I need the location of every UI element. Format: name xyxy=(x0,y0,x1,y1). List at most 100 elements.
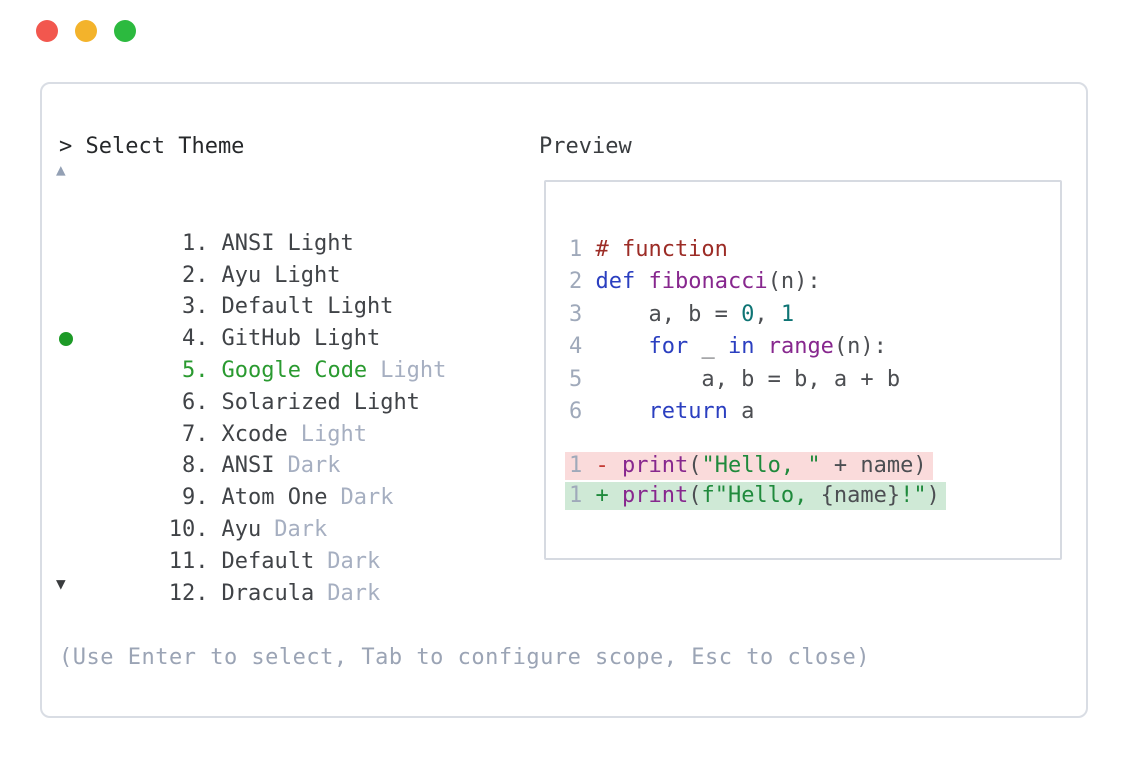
item-variant: Dark xyxy=(340,485,394,511)
theme-list-item[interactable]: 11. Default Dark xyxy=(42,514,522,574)
item-number: 3. xyxy=(181,294,209,320)
code-token: ( xyxy=(688,482,702,508)
code-token: + name) xyxy=(820,453,927,478)
code-token xyxy=(635,269,648,294)
line-number: 5 xyxy=(569,366,583,392)
code-token: 1 xyxy=(780,301,795,327)
code-line: 6 return a xyxy=(569,396,900,428)
code-token: a, b = b, a + b xyxy=(595,366,901,392)
item-name: Default xyxy=(221,294,315,320)
item-name: Dracula xyxy=(221,580,315,606)
item-number: 1. xyxy=(181,230,209,256)
item-variant: Light xyxy=(380,357,447,383)
item-name: Ayu xyxy=(221,262,262,288)
item-name: Default xyxy=(221,548,315,574)
item-variant: Light xyxy=(327,294,394,320)
item-number: 4. xyxy=(181,326,209,352)
item-variant: Dark xyxy=(274,516,328,542)
line-number: 1 xyxy=(569,482,583,508)
code-line: 4 for _ in range(n): xyxy=(569,331,900,363)
item-name: ANSI xyxy=(221,230,275,256)
diff-line-removed: 1- print("Hello, " + name) xyxy=(565,452,946,482)
code-token xyxy=(595,334,648,359)
line-number: 4 xyxy=(569,334,583,360)
code-token: a xyxy=(727,398,755,424)
code-token: ( xyxy=(688,453,702,478)
code-token: in xyxy=(727,334,755,360)
item-variant: Light xyxy=(313,326,381,352)
code-token: - xyxy=(595,453,622,478)
item-variant: Dark xyxy=(327,548,381,574)
item-variant: Dark xyxy=(287,453,341,479)
item-variant: Dark xyxy=(327,580,381,606)
help-text: (Use Enter to select, Tab to configure s… xyxy=(59,645,870,670)
close-window-button[interactable] xyxy=(36,20,58,42)
line-number: 1 xyxy=(569,453,583,478)
item-name: Solarized xyxy=(221,389,341,415)
item-number: 9. xyxy=(181,485,209,511)
item-number: 8. xyxy=(181,453,209,479)
theme-list-item[interactable]: 7. Xcode Light xyxy=(42,387,522,447)
code-line: 3 a, b = 0, 1 xyxy=(569,299,900,331)
code-token: (n): xyxy=(767,269,821,295)
item-name: Ayu xyxy=(221,516,262,542)
code-token: (n): xyxy=(833,334,887,360)
selected-dot-icon xyxy=(59,332,73,347)
diff-block: 1- print("Hello, " + name)1+ print(f"Hel… xyxy=(565,452,946,511)
code-token: return xyxy=(648,398,728,424)
code-token: _ xyxy=(688,334,728,360)
item-number: 12. xyxy=(168,580,209,606)
prompt-title: > Select Theme xyxy=(59,134,245,159)
item-variant: Light xyxy=(287,230,354,256)
minimize-window-button[interactable] xyxy=(75,20,97,42)
item-number: 5. xyxy=(181,357,209,383)
theme-list-item[interactable]: 12. Dracula Dark xyxy=(42,546,522,606)
theme-list-item[interactable]: 4. GitHub Light xyxy=(42,291,522,351)
scroll-down-icon[interactable]: ▼ xyxy=(56,574,66,593)
theme-list-item[interactable]: 8. ANSI Dark xyxy=(42,419,522,478)
item-variant: Light xyxy=(300,421,367,447)
item-number: 11. xyxy=(168,548,209,574)
theme-list-item[interactable]: 5. Google Code Light xyxy=(42,323,522,383)
code-token: !" xyxy=(900,482,927,508)
code-token: fibonacci xyxy=(648,269,768,295)
theme-list-item[interactable]: 2. Ayu Light xyxy=(42,228,522,288)
item-variant: Light xyxy=(274,262,341,288)
traffic-lights xyxy=(36,20,136,42)
item-name: ANSI xyxy=(221,453,275,479)
item-number: 10. xyxy=(168,516,209,542)
theme-list-item[interactable]: 1. ANSI Light xyxy=(42,196,522,256)
item-number: 7. xyxy=(181,421,209,447)
item-number: 2. xyxy=(181,262,209,288)
theme-list-item[interactable]: 3. Default Light xyxy=(42,260,522,319)
item-name: GitHub xyxy=(221,326,301,352)
code-line: 1 # function xyxy=(569,234,900,266)
code-token: range xyxy=(767,334,834,360)
code-token: print xyxy=(621,482,689,508)
line-number: 1 xyxy=(569,237,583,262)
diff-line-added: 1+ print(f"Hello, {name}!") xyxy=(565,481,946,512)
code-token: "Hello, " xyxy=(701,453,821,478)
theme-list-item[interactable]: 9. Atom One Dark xyxy=(42,450,522,510)
code-token: f"Hello, xyxy=(701,482,821,508)
code-token: for xyxy=(648,334,689,360)
line-number: 6 xyxy=(569,398,583,424)
theme-list-item[interactable]: 10. Ayu Dark xyxy=(42,482,522,542)
code-token: a, b = xyxy=(595,301,742,327)
item-name: Atom One xyxy=(221,485,328,511)
line-number: 3 xyxy=(569,301,583,327)
scroll-up-icon[interactable]: ▲ xyxy=(56,160,66,179)
code-token: # function xyxy=(595,237,728,262)
code-token xyxy=(754,334,767,359)
item-name: Xcode xyxy=(221,421,288,447)
line-number: 2 xyxy=(569,269,583,295)
code-token: ) xyxy=(926,482,940,508)
maximize-window-button[interactable] xyxy=(114,20,136,42)
item-name: Google Code xyxy=(221,357,368,383)
